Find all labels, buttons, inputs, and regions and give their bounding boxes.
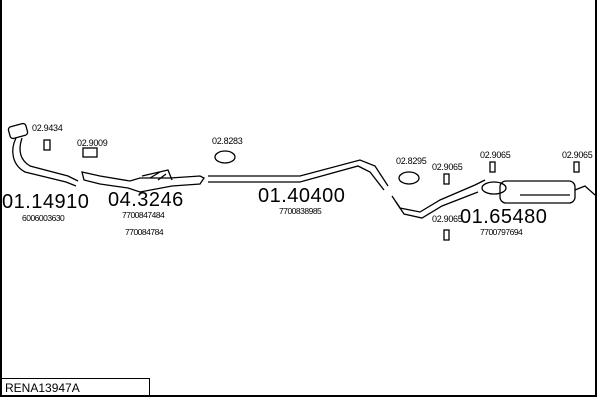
accessory-label: 02.9065 [562,150,593,160]
accessory-label: 02.8295 [396,156,427,166]
oem-reference: 7700838985 [279,206,322,216]
intermediate-pipe [208,159,389,191]
part-number: 01.65480 [460,206,548,228]
oem-reference: 770084784 [125,227,164,237]
catalytic-converter [81,169,205,193]
gasket-icon [82,147,98,158]
part-number: 04.3246 [108,189,184,211]
clamp-icon [443,173,450,185]
ring-icon [43,139,51,151]
accessory-label: 02.9065 [432,162,463,172]
rear-silencer [391,179,596,219]
flange-icon [214,150,236,164]
accessory-label: 02.8283 [212,136,243,146]
part-number: 01.40400 [258,185,346,207]
accessory-icons [43,139,580,241]
accessory-label: 02.9009 [77,138,108,148]
front-pipe [7,122,79,187]
clamp-icon [489,161,496,173]
part-number: 01.14910 [2,191,90,213]
oem-reference: 7700847484 [122,210,165,220]
flange-icon [398,171,420,185]
clamp-icon [573,161,580,173]
accessory-label: 02.9065 [480,150,511,160]
oem-reference: 7700797694 [480,227,523,237]
diagram-code-label: RENA13947A [0,378,150,397]
oem-reference: 6006003630 [22,213,65,223]
accessory-label: 02.9065 [432,214,463,224]
accessory-label: 02.9434 [32,123,63,133]
clamp-icon [443,229,450,241]
